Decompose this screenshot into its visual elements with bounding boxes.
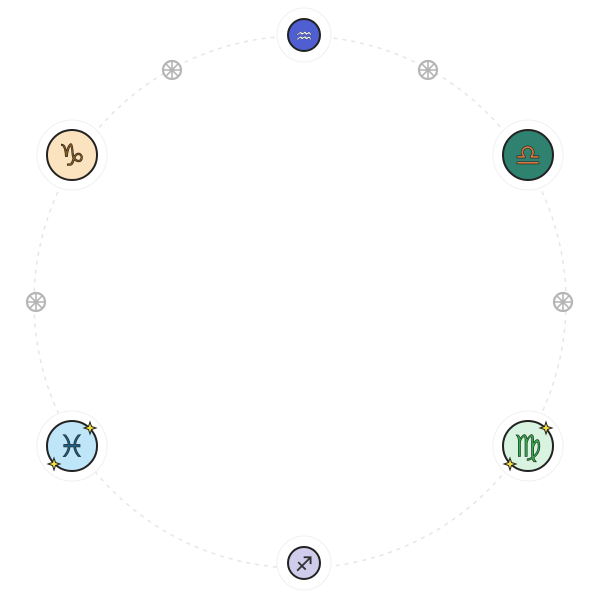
sagittarius-glyph: ♐ [295,552,313,576]
sparkle-icon [502,456,518,472]
libra-icon: ♎ [502,129,554,181]
sparkle-icon [82,420,98,436]
dharma-wheel-icon [552,291,574,313]
sign-sagittarius[interactable]: ♐ [276,535,332,591]
sparkle-icon [46,456,62,472]
dharma-wheel-icon [417,59,439,81]
pisces-icon: ♓ [46,420,98,472]
sign-virgo[interactable]: ♍ [492,410,564,482]
aquarius-glyph: ♒ [295,24,313,48]
dharma-wheel-icon [161,59,183,81]
virgo-icon: ♍ [502,420,554,472]
dharma-wheel-icon [25,291,47,313]
capricorn-glyph: ♑ [59,139,86,174]
sparkle-icon [538,420,554,436]
sign-aquarius[interactable]: ♒ [276,7,332,63]
virgo-glyph: ♍ [515,430,542,465]
sign-pisces[interactable]: ♓ [36,410,108,482]
capricorn-icon: ♑ [46,129,98,181]
aquarius-icon: ♒ [287,18,321,52]
sign-capricorn[interactable]: ♑ [36,119,108,191]
libra-glyph: ♎ [515,139,542,174]
orbit-ring [33,35,567,569]
pisces-glyph: ♓ [59,430,86,465]
sagittarius-icon: ♐ [287,546,321,580]
sign-libra[interactable]: ♎ [492,119,564,191]
